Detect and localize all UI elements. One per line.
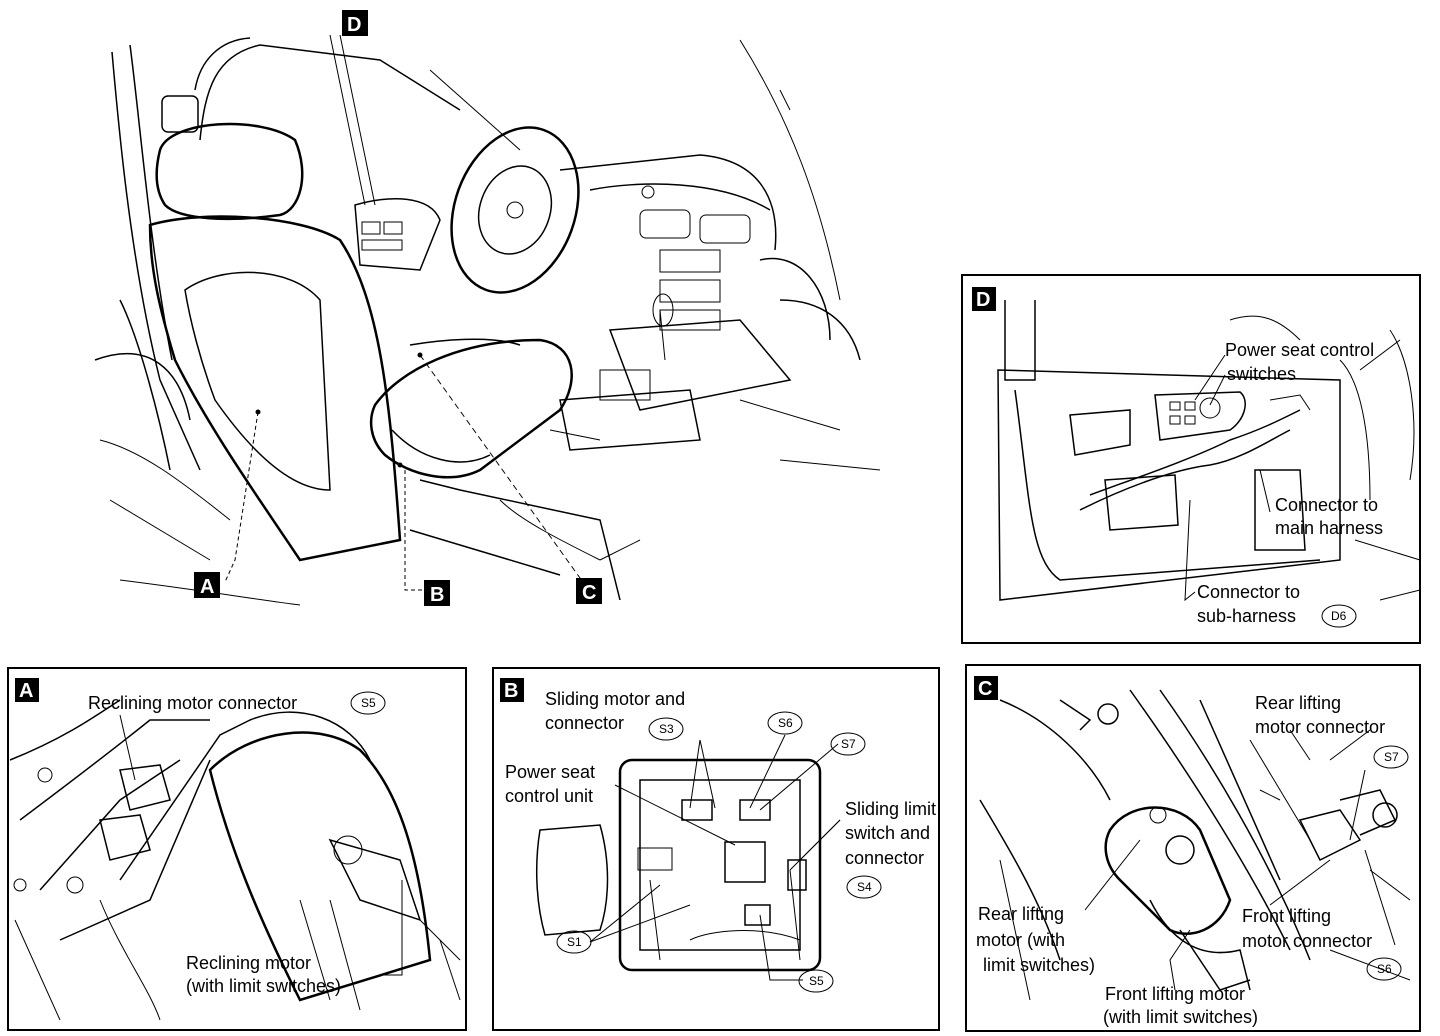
reclining-mechanism-illustration (9, 699, 461, 1021)
panel-c-letter: C (978, 678, 992, 700)
label-power-seat-switches-line1: Power seat control (1225, 340, 1374, 360)
callout-a: A (194, 572, 220, 598)
seat-lifting-illustration (979, 689, 1411, 1001)
label-front-lifting-connector-line1: Front lifting (1242, 906, 1331, 926)
door-interior-illustration (997, 300, 1421, 601)
label-sliding-limit-line3: connector (845, 848, 924, 868)
connector-code-s4: S4 (846, 875, 882, 899)
connector-code-s3: S3 (648, 717, 684, 741)
label-power-seat-control-unit-line2: control unit (505, 786, 593, 806)
label-sliding-limit-line2: switch and (845, 823, 930, 843)
label-rear-lifting-motor-line1: Rear lifting (978, 904, 1064, 924)
label-rear-lifting-connector-line2: motor connector (1255, 717, 1385, 737)
label-connector-main-line2: main harness (1275, 518, 1383, 538)
panel-c: C (965, 664, 1421, 1032)
label-front-lifting-connector-line2: motor connector (1242, 931, 1372, 951)
callout-b-letter: B (430, 584, 444, 606)
svg-text:S7: S7 (841, 737, 856, 751)
label-rear-lifting-motor-line2: motor (with (976, 930, 1065, 950)
callout-c: C (576, 578, 602, 604)
label-power-seat-switches-line2: switches (1227, 364, 1296, 384)
svg-text:S6: S6 (1377, 962, 1392, 976)
connector-code-s6-b: S6 (767, 711, 803, 735)
panel-a: A Reclining motor connector (7, 667, 467, 1031)
callout-c-letter: C (582, 582, 596, 604)
panel-d: D Powe (961, 274, 1421, 644)
label-rear-lifting-motor-line3: limit switches) (983, 955, 1095, 975)
label-front-lifting-motor-line1: Front lifting motor (1105, 984, 1245, 1004)
callout-d: D (342, 10, 368, 36)
panel-d-letter: D (976, 289, 990, 311)
svg-text:S7: S7 (1384, 750, 1399, 764)
seat-underside-illustration (536, 758, 822, 972)
connector-code-s5-a: S5 (350, 691, 386, 715)
label-reclining-motor-connector: Reclining motor connector (88, 693, 297, 713)
svg-text:S1: S1 (567, 935, 582, 949)
svg-text:S5: S5 (809, 974, 824, 988)
svg-text:S6: S6 (778, 716, 793, 730)
callout-a-letter: A (200, 576, 214, 598)
label-front-lifting-motor-line2: (with limit switches) (1103, 1007, 1258, 1027)
label-connector-sub-line1: Connector to (1197, 582, 1300, 602)
label-rear-lifting-connector-line1: Rear lifting (1255, 693, 1341, 713)
car-interior-illustration (94, 34, 881, 606)
panel-b: B Sliding motor and connector (492, 667, 940, 1031)
svg-text:S3: S3 (659, 722, 674, 736)
connector-code-s7-b: S7 (830, 732, 866, 756)
label-power-seat-control-unit-line1: Power seat (505, 762, 595, 782)
connector-code-s6-c: S6 (1366, 957, 1402, 981)
svg-text:S5: S5 (361, 696, 376, 710)
callout-d-letter: D (347, 14, 361, 36)
label-connector-sub-line2: sub-harness (1197, 606, 1296, 626)
label-sliding-motor-line1: Sliding motor and (545, 689, 685, 709)
callout-b: B (424, 580, 450, 606)
svg-text:D6: D6 (1331, 609, 1347, 623)
label-reclining-motor-line1: Reclining motor (186, 953, 311, 973)
connector-code-d6: D6 (1321, 604, 1357, 628)
label-sliding-limit-line1: Sliding limit (845, 799, 936, 819)
label-reclining-motor-line2: (with limit switches) (186, 976, 341, 996)
label-sliding-motor-line2: connector (545, 713, 624, 733)
svg-text:S4: S4 (857, 880, 872, 894)
connector-code-s1: S1 (556, 930, 592, 954)
connector-code-s7-c: S7 (1373, 745, 1409, 769)
label-connector-main-line1: Connector to (1275, 495, 1378, 515)
panel-a-letter: A (19, 680, 33, 702)
panel-b-letter: B (504, 680, 518, 702)
connector-code-s5-b: S5 (798, 969, 834, 993)
